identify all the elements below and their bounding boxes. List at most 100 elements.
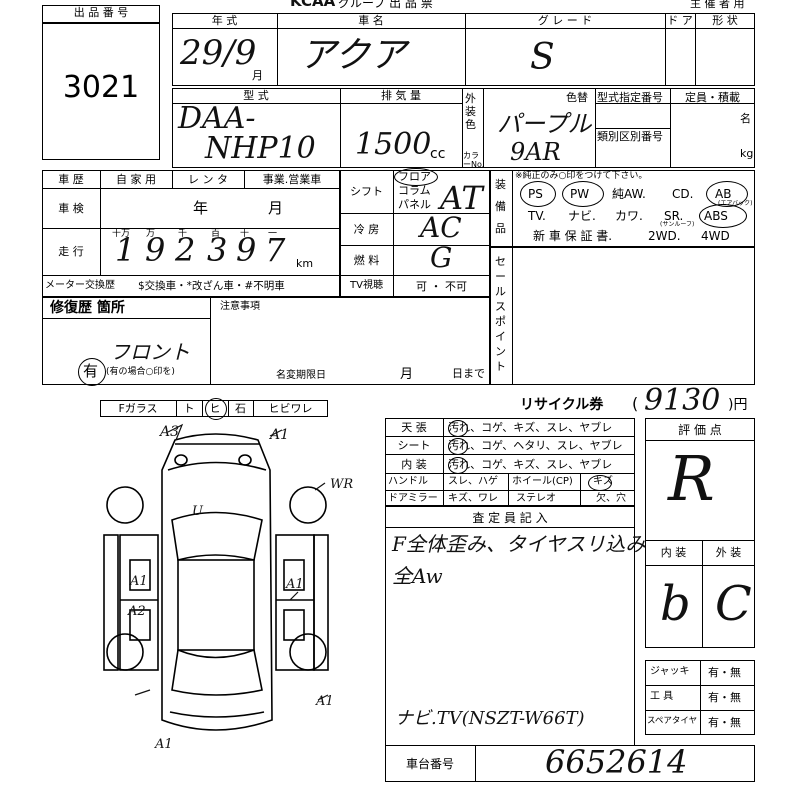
repair-label: 修復歴 箇所 [50, 300, 125, 316]
seat-options: 汚れ、コゲ、ヘタリ、スレ、ヤブレ [448, 439, 623, 452]
glass-option-stone: 石 [235, 402, 246, 415]
brand-title: グループ 出 品 票 [338, 0, 433, 10]
pw-circle [562, 181, 604, 207]
model-label: 型 式 [243, 89, 269, 102]
equipment-navi[interactable]: ナビ. [568, 209, 596, 223]
capacity-label: 定員・積載 [685, 91, 740, 104]
inspector-line-1: F全体歪み、タイヤスリ込み [392, 532, 646, 556]
inspector-label: 査 定 員 記 入 [472, 511, 548, 525]
tv-options: 可 ・ 不可 [416, 280, 467, 293]
exterior-grade-value: C [715, 576, 752, 632]
ac-value: AC [420, 211, 462, 244]
glass-option-crack: ヒビワレ [268, 402, 313, 415]
grade-value: R [668, 442, 715, 515]
wheel-cp-label: ホイール(CP) [512, 476, 573, 487]
damage-mark-front-right: A1 [270, 427, 290, 443]
model-value-2: NHP10 [205, 131, 316, 166]
exterior-color-label: 外装色 [465, 92, 476, 131]
damage-mark-right-door: A1 [286, 577, 304, 592]
digit-label-10k: 万 [146, 229, 156, 239]
equipment-cd[interactable]: CD. [672, 187, 694, 201]
wheel-front-left [106, 486, 144, 524]
meter-change-label: メーター交換歴 [45, 280, 115, 291]
history-label: 車 歴 [58, 173, 84, 186]
digit-label-1: 一 [268, 229, 278, 239]
handle-options: スレ、ハゲ [448, 476, 498, 487]
equipment-leather[interactable]: カワ. [615, 209, 643, 223]
tools-label: 工 具 [650, 691, 674, 702]
left-side-panel [103, 534, 119, 671]
brand-logo: KCAA [290, 0, 336, 10]
shift-option-column: コラム [398, 184, 431, 197]
damage-mark-rear-right: A1 [316, 694, 334, 709]
interior-label: 内 装 [401, 458, 427, 471]
wheel-rear-left [106, 633, 144, 671]
car-front-hood [167, 443, 267, 471]
digit-label-100k: 十万 [112, 229, 131, 239]
doors-label: ド ア [667, 14, 693, 27]
exterior-grade-label: 外 装 [715, 546, 742, 559]
equipment-alloy-wheel[interactable]: 純AW. [612, 187, 646, 201]
sales-point-box [490, 247, 755, 385]
wheel-front-right [289, 486, 327, 524]
car-rear-window [171, 648, 263, 696]
kg-unit: kg [740, 147, 754, 160]
top-row-box [172, 13, 755, 86]
displacement-label: 排 気 量 [381, 89, 421, 102]
history-option-private: 自 家 用 [116, 173, 156, 186]
interior-condition-box [385, 418, 635, 506]
digit-label-1k: 千 [178, 229, 188, 239]
equipment-warranty[interactable]: 新 車 保 証 書. [533, 229, 613, 243]
repair-circle [78, 358, 106, 386]
equipment-2wd[interactable]: 2WD. [648, 229, 681, 243]
transfer-deadline-label: 名変期限日 [276, 370, 326, 381]
persons-unit: 名 [740, 112, 751, 125]
mirror-label: ドアミラー [388, 493, 438, 504]
mileage-digit-2: 9 [145, 231, 166, 269]
history-option-business: 事業.営業車 [262, 173, 322, 186]
grade-box [645, 418, 755, 648]
fuel-value: G [430, 241, 453, 274]
repair-note: (有の場合○印を) [106, 367, 175, 377]
recycle-unit: )円 [728, 397, 748, 413]
sr-note: (サンルーフ) [660, 221, 695, 228]
history-box [42, 170, 340, 297]
color-no-label: カラーNo. [463, 151, 485, 169]
damage-mark-front-bumper: A3 [160, 424, 180, 440]
car-name-label: 車 名 [358, 14, 384, 27]
interior-grade-value: b [660, 576, 691, 632]
recycle-open-paren: ( [632, 394, 639, 413]
chassis-label: 車台番号 [405, 757, 454, 771]
class-number-label: 類別区別番号 [597, 130, 663, 143]
model-value-1: DAA- [178, 101, 256, 136]
shift-floor-circle [394, 168, 438, 186]
ceiling-options: 汚れ、コゲ、キズ、スレ、ヤブレ [448, 421, 613, 434]
fuel-label: 燃 料 [353, 254, 380, 267]
glass-option-to: ト [183, 402, 195, 415]
handle-label: ハンドル [388, 476, 428, 487]
grade-label: 評 価 点 [678, 423, 722, 437]
damage-mark-wheel-right: WR [330, 477, 354, 492]
shift-value: AT [440, 179, 483, 217]
right-door-panels [275, 534, 315, 671]
color-value: パープル [497, 110, 592, 138]
equipment-4wd[interactable]: 4WD [701, 229, 730, 243]
equipment-tv[interactable]: TV. [528, 209, 546, 223]
left-door-panels [119, 534, 159, 671]
color-code-value: 9AR [510, 138, 561, 166]
mileage-digit-1: 1 [115, 231, 136, 269]
ac-label: 冷 房 [353, 223, 380, 236]
recycle-label: リサイクル券 [520, 397, 604, 413]
lot-number-label: 出 品 番 号 [73, 6, 129, 19]
mileage-digit-6: 7 [265, 231, 286, 269]
year-label: 年 式 [211, 14, 238, 27]
month-suffix: 月 [252, 69, 263, 82]
car-body-outline [161, 433, 273, 731]
digit-label-10: 十 [240, 229, 250, 239]
stereo-options: 欠、穴 [596, 493, 626, 504]
transfer-month: 月 [400, 367, 414, 382]
interior-grade-label: 内 装 [660, 546, 687, 559]
color-change-label: 色替 [566, 91, 588, 104]
abs-circle [699, 204, 747, 228]
equipment-sunroof[interactable]: SR. [664, 209, 684, 223]
